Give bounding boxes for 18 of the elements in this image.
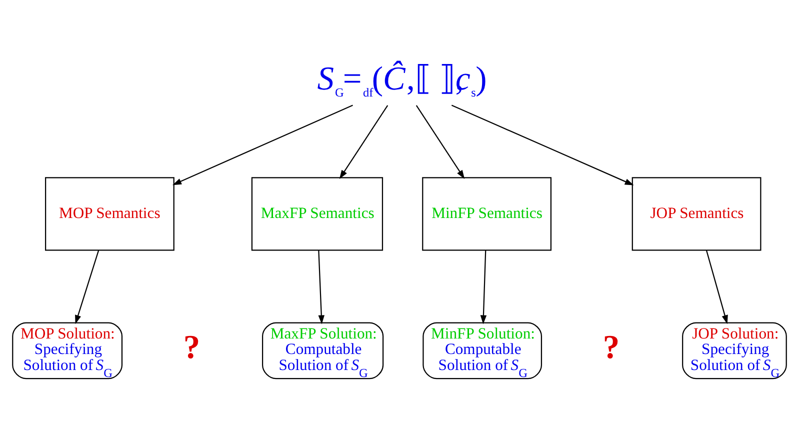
node-box: MinFP Semantics xyxy=(422,177,552,251)
arrow xyxy=(318,250,324,324)
arrow xyxy=(172,104,353,186)
arrow xyxy=(339,105,388,180)
node-box: JOP Semantics xyxy=(632,177,762,251)
arrow xyxy=(451,104,634,186)
node-box: MinFP Solution: Computable Solution of S$_{G}$ xyxy=(422,322,542,380)
label: ? xyxy=(183,328,200,366)
arrow xyxy=(480,250,487,324)
arrow xyxy=(416,105,465,180)
node-box: JOP Solution: Specifying Solution of S$_{G}$ xyxy=(682,322,787,380)
node-box: MOP Solution: Specifying Solution of S$_{G}$ xyxy=(12,322,123,380)
node-box: MOP Semantics xyxy=(45,177,174,251)
arrow xyxy=(706,250,728,324)
arrow xyxy=(75,250,100,324)
node-box: MaxFP Solution: Computable Solution of S$_{G}$ xyxy=(262,322,384,380)
node-box: MaxFP Semantics xyxy=(251,177,384,251)
label: ? xyxy=(602,328,620,366)
